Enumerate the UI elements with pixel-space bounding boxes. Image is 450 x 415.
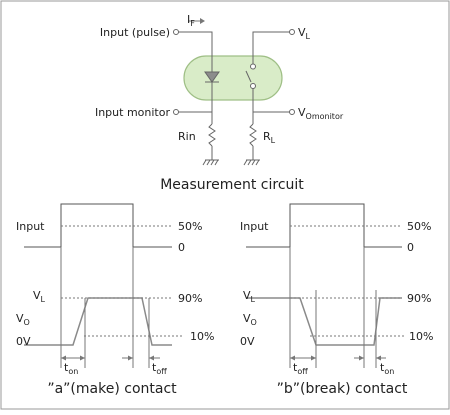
break-toff-label: toff <box>293 361 308 376</box>
rin-resistor-icon <box>208 123 216 147</box>
break-zero-label: 0 <box>407 241 414 254</box>
make-zero-label: 0 <box>178 241 185 254</box>
break-50-label: 50% <box>407 220 431 233</box>
circuit-caption: Measurement circuit <box>160 177 304 193</box>
break-10-label: 10% <box>409 330 433 343</box>
break-ton-label: ton <box>380 361 394 376</box>
if-label: IF <box>187 13 195 28</box>
vl-wire <box>252 31 290 64</box>
rl-label: RL <box>263 130 276 145</box>
make-toff-label: toff <box>152 361 167 376</box>
make-ton-label: ton <box>64 361 78 376</box>
input-wire <box>178 31 213 56</box>
vo-monitor-label: VOmonitor <box>298 106 344 121</box>
make-vo-label: VO <box>16 312 30 327</box>
make-contact-caption: ”a”(make) contact <box>47 381 177 397</box>
break-contact-caption: ”b”(break) contact <box>277 381 408 397</box>
rin-label: Rin <box>178 130 196 143</box>
make-vl-label: VL <box>33 289 46 304</box>
break-input-label: Input <box>240 220 269 233</box>
input-pulse-terminal <box>173 29 179 35</box>
break-90-label: 90% <box>407 292 431 305</box>
switch-blade-icon <box>245 70 252 83</box>
make-input-label: Input <box>16 220 45 233</box>
break-vl-label: VL <box>243 289 256 304</box>
switch-contact-bottom <box>250 83 256 89</box>
break-input-pulse <box>246 203 402 248</box>
make-0v-label: 0V <box>16 335 31 348</box>
vl-terminal <box>289 29 295 35</box>
make-90-label: 90% <box>178 292 202 305</box>
make-contact-timing: Input 50% 0 VL 90% VO 10% 0V ton toff ”a… <box>16 203 214 397</box>
break-contact-timing: Input 50% 0 VL 90% VO 10% 0V toff ton ”b… <box>240 203 433 397</box>
photocoupler-body <box>183 55 283 101</box>
input-pulse-label: Input (pulse) <box>100 26 170 39</box>
vl-label: VL <box>298 26 311 41</box>
input-monitor-terminal <box>173 109 179 115</box>
input-monitor-label: Input monitor <box>95 106 170 119</box>
vo-monitor-terminal <box>289 109 295 115</box>
make-50-label: 50% <box>178 220 202 233</box>
rl-resistor-icon <box>249 123 257 147</box>
switch-contact-top <box>250 63 256 70</box>
break-vo-label: VO <box>243 312 257 327</box>
measurement-circuit: Input (pulse) IF VL Input monitor VOmoni… <box>95 13 344 193</box>
make-10-label: 10% <box>190 330 214 343</box>
make-input-pulse <box>24 203 172 248</box>
break-0v-label: 0V <box>240 335 255 348</box>
